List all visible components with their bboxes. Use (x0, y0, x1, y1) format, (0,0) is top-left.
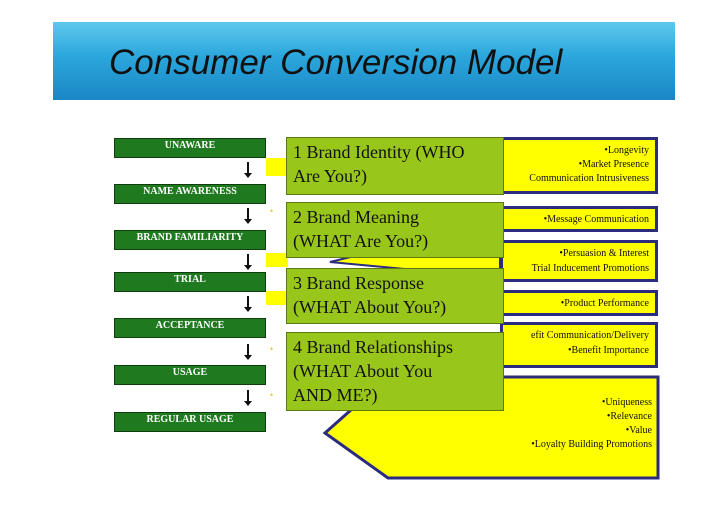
attribute-box-meaning: •Message Communication (500, 206, 658, 232)
attribute-text: Communication Intrusiveness (529, 173, 649, 184)
dot-marker: • (270, 390, 274, 400)
brand-box-relationships: 4 Brand Relationships (WHAT About You AN… (286, 332, 504, 411)
stage-unaware: UNAWARE (114, 138, 266, 158)
stage-acceptance: ACCEPTANCE (114, 318, 266, 338)
brand-box-line: (WHAT Are You?) (293, 231, 429, 251)
attribute-text: •Persuasion & Interest (559, 248, 649, 259)
connector (266, 291, 288, 305)
attribute-text: •Uniqueness (601, 397, 652, 408)
attribute-text: •Longevity (604, 145, 649, 156)
connector (266, 158, 288, 176)
brand-box-line: Are You?) (293, 166, 367, 186)
attribute-text: •Value (625, 425, 652, 436)
slide-title: Consumer Conversion Model (109, 43, 563, 82)
down-arrow-icon (244, 254, 252, 270)
down-arrow-icon (244, 296, 252, 312)
attribute-text: •Relevance (606, 411, 652, 422)
attribute-text: •Benefit Importance (568, 345, 649, 356)
brand-box-line: (WHAT About You (293, 361, 433, 381)
dot-marker: • (270, 206, 274, 216)
title-banner: Consumer Conversion Model (53, 22, 675, 100)
brand-box-line: AND ME?) (293, 385, 378, 405)
down-arrow-icon (244, 162, 252, 178)
attribute-text: efit Communication/Delivery (530, 330, 649, 341)
stage-usage: USAGE (114, 365, 266, 385)
attribute-box-performance: •Product Performance (500, 290, 658, 316)
dot-marker: • (270, 344, 274, 354)
brand-box-line: 1 Brand Identity (WHO (293, 142, 465, 162)
brand-box-line: 4 Brand Relationships (293, 337, 453, 357)
attribute-text: Trial Inducement Promotions (531, 263, 649, 274)
stage-regular-usage: REGULAR USAGE (114, 412, 266, 432)
brand-box-line: (WHAT About You?) (293, 297, 447, 317)
attribute-box-benefit: efit Communication/Delivery •Benefit Imp… (500, 322, 658, 368)
brand-box-response: 3 Brand Response (WHAT About You?) (286, 268, 504, 324)
down-arrow-icon (244, 390, 252, 406)
brand-box-meaning: 2 Brand Meaning (WHAT Are You?) (286, 202, 504, 258)
down-arrow-icon (244, 344, 252, 360)
attribute-text: •Product Performance (560, 298, 649, 309)
brand-box-line: 2 Brand Meaning (293, 207, 419, 227)
stage-trial: TRIAL (114, 272, 266, 292)
attribute-text: •Message Communication (543, 214, 649, 225)
attribute-box-persuasion: •Persuasion & Interest Trial Inducement … (500, 240, 658, 282)
attribute-box-loyalty: •Uniqueness •Relevance •Value •Loyalty B… (400, 396, 652, 452)
brand-box-line: 3 Brand Response (293, 273, 424, 293)
stage-brand-familiarity: BRAND FAMILIARITY (114, 230, 266, 250)
stage-name-awareness: NAME AWARENESS (114, 184, 266, 204)
down-arrow-icon (244, 208, 252, 224)
attribute-text: •Market Presence (578, 159, 649, 170)
brand-box-identity: 1 Brand Identity (WHO Are You?) (286, 137, 504, 195)
connector (266, 253, 288, 267)
attribute-text: •Loyalty Building Promotions (531, 439, 652, 450)
